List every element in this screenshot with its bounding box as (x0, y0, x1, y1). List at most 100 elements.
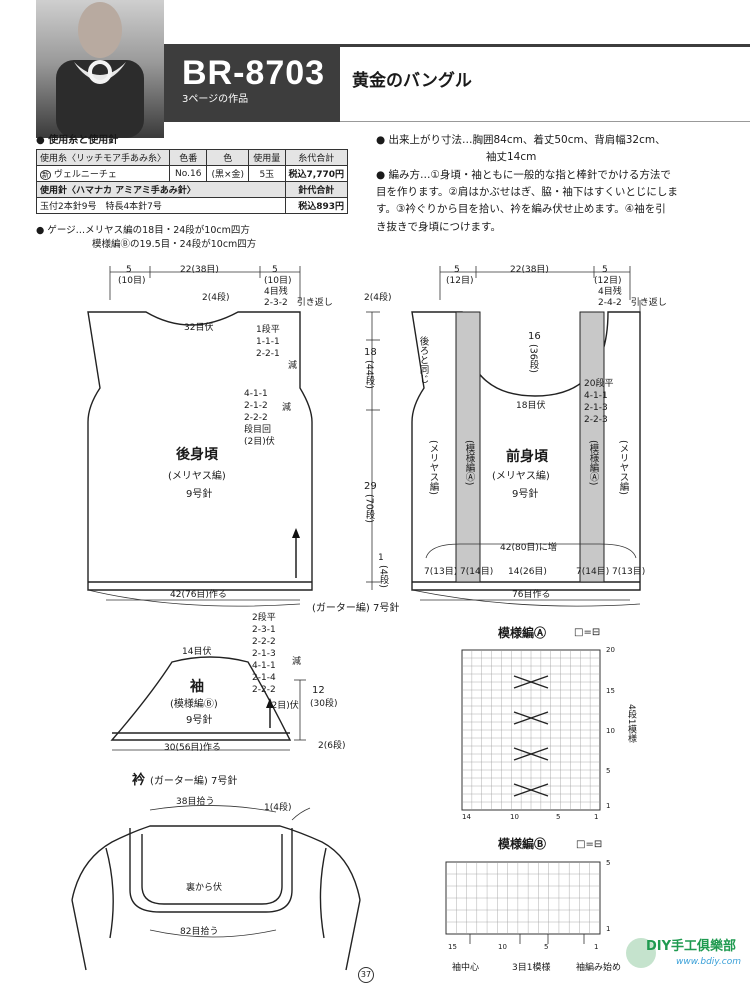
needle-total: 税込893円 (284, 197, 349, 214)
model-photo (36, 0, 164, 138)
watermark-logo-icon (626, 938, 656, 968)
pattern-b-start: 袖編み始め (576, 963, 622, 973)
rib-height-rows: (4段) (377, 565, 389, 588)
needle-list: 玉付2本針9号 特長4本針7号 (36, 197, 286, 214)
front-pattern-panel-right (579, 311, 605, 583)
gauge-line-2: 模様編Ⓑの19.5目・24段が10cm四方 (92, 239, 257, 250)
header-rule (340, 44, 750, 47)
neck-depth-dim-rows: (4段) (369, 293, 392, 303)
back-neck-dec-label: 減 (288, 361, 298, 371)
front-width-left-stitches: (12目) (446, 276, 474, 286)
pattern-b-title: 模様編Ⓑ (498, 837, 547, 851)
front-neck-dec-4: 2-2-3 (584, 415, 608, 425)
sleeve-rib-rows: (6段) (323, 741, 346, 751)
front-piece-needle: 9号針 (512, 489, 539, 500)
method-text-1: 編み方…①身頃・袖ともに一般的な指と棒針でかける方法で (388, 168, 671, 181)
sleeve-dec-7: 2-2-2 (252, 685, 276, 695)
back-neck-depth: 2(4段) (202, 294, 229, 303)
materials-heading: ● 使用糸と使用針 (36, 135, 119, 146)
back-arm-dec-3: 2-2-2 (244, 413, 268, 423)
sleeve-dec-label: 減 (292, 657, 302, 667)
pattern-b-col-10: 10 (498, 943, 507, 951)
back-neck-dec-3: 2-2-1 (256, 349, 280, 359)
front-bottom-5: 7(13目) (612, 567, 646, 577)
back-piece-stitch: (メリヤス編) (168, 471, 226, 482)
back-width-right: 5 (272, 265, 278, 275)
back-neck-dec-1: 1段平 (256, 325, 280, 335)
back-neck-depth-value: 2 (202, 293, 208, 303)
sleeve-dec-6: 2-1-4 (252, 673, 276, 683)
collar-left-sleeve (71, 899, 87, 971)
front-cast-on: 76目作る (512, 590, 551, 600)
back-arm-dec-2: 2-1-2 (244, 401, 268, 411)
method-line-4: き抜きで身頃につけます。 (376, 220, 501, 233)
sleeve-dec-5: 4-1-1 (252, 661, 276, 671)
sleeve-dec-2: 2-3-1 (252, 625, 276, 635)
pattern-a-title: 模様編Ⓐ (498, 626, 547, 640)
front-width-left: 5 (454, 265, 460, 275)
front-bottom-4: 7(14目) (576, 567, 610, 577)
back-width-right-stitches: (10目) (264, 276, 292, 286)
front-neck-dec-1: 20段平 (584, 379, 614, 389)
watermark-text: DIY手工俱樂部 (646, 939, 737, 954)
pattern-b-legend: □=⊟ (576, 839, 603, 850)
front-shoulder-remain: 4目残 (598, 287, 622, 297)
front-pattern-left-label: (模様編Ⓐ) (463, 440, 475, 486)
back-shoulder-short-row-label: 引き返し (296, 298, 333, 308)
front-shoulder-short-row-value: 2-4-2 (598, 298, 622, 308)
gauge-line-1: ● ゲージ…メリヤス編の18目・24段が10cm四方 (36, 225, 250, 236)
front-width-right-stitches: (12目) (594, 276, 622, 286)
collar-subtitle: (ガーター編) 7号針 (150, 776, 238, 787)
pattern-b-col-5: 5 (544, 943, 549, 951)
back-width-left-stitches: (10目) (118, 276, 146, 286)
collar-pick-up-front: 82目拾う (180, 927, 219, 937)
upper-height-value: 18 (364, 347, 377, 358)
back-arm-dec-5: (2目)伏 (244, 438, 275, 447)
new-badge: 新 (40, 170, 51, 180)
front-neck-dec-3: 2-1-3 (584, 403, 608, 413)
front-piece-name: 前身頃 (506, 449, 548, 465)
front-neck-depth-rows: (36段) (527, 344, 539, 374)
front-width-mid: 22(38目) (510, 266, 549, 275)
back-arm-dec-1: 4-1-1 (244, 389, 268, 399)
lower-height-rows: (70段) (363, 494, 375, 524)
sleeve-piece-name: 袖 (190, 679, 204, 695)
page-reference: 3ページの作品 (182, 94, 249, 105)
method-line-2: 目を作ります。②肩はかぶせはぎ、脇・袖下はすくいとじにしま (376, 185, 678, 198)
front-width-right: 5 (602, 265, 608, 275)
back-arm-dec-label: 減 (282, 403, 292, 413)
materials-heading-text: 使用糸と使用針 (48, 135, 119, 146)
front-same-as-back: 後ろと同じ (417, 336, 429, 384)
front-width-mid-value: 22 (510, 265, 522, 275)
pattern-a-col-14: 14 (462, 813, 471, 821)
size-line-2: 袖丈14cm (486, 151, 537, 164)
front-pattern-panel-left (455, 311, 481, 583)
header-title-strip (340, 47, 750, 122)
pattern-b-sleeve-center: 袖中心 (452, 963, 480, 973)
collar-neck-outer (129, 828, 293, 913)
size-text-1: 出来上がり寸法…胸囲84cm、着丈50cm、背肩幅32cm、 (388, 134, 666, 146)
collar-neck-inner (141, 834, 283, 905)
collar-title: 衿 (132, 773, 146, 788)
back-piece-name: 後身頃 (176, 447, 218, 463)
front-bottom-1: 7(13目) (424, 567, 458, 577)
collar-body-outline (71, 825, 361, 901)
method-line-1: ● 編み方…①身頃・袖ともに一般的な指と棒針でかける方法で (376, 168, 671, 181)
pattern-a-row-10: 10 (606, 727, 615, 735)
back-body-outline (87, 311, 313, 591)
neck-depth-dim-value: 2 (364, 293, 370, 303)
sleeve-piece-pattern: (模様編Ⓑ) (170, 699, 218, 710)
sleeve-dec-1: 2段平 (252, 613, 276, 623)
front-bottom-3: 14(26目) (508, 567, 547, 577)
sleeve-bind-label: 伏 (289, 701, 299, 711)
gauge-text-1: ゲージ…メリヤス編の18目・24段が10cm四方 (47, 225, 250, 236)
sleeve-height-value: 12 (312, 685, 325, 696)
pattern-a-row-1: 1 (606, 802, 611, 810)
collar-pick-up-back: 38目拾う (176, 797, 215, 807)
front-neck-depth-value: 16 (528, 331, 541, 342)
back-width-mid-value: 22 (180, 265, 192, 275)
pattern-a-row-5: 5 (606, 767, 611, 775)
page-number: 37 (358, 967, 374, 983)
sleeve-rib-value: 2 (318, 741, 324, 751)
front-pattern-right-label: (模様編Ⓐ) (587, 440, 599, 486)
